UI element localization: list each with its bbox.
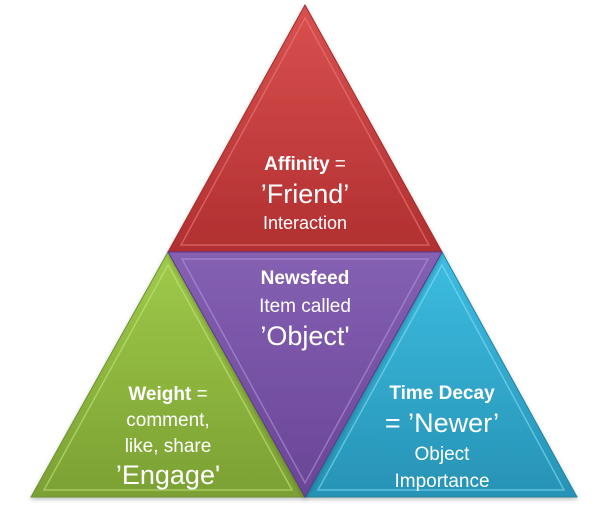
time-decay-importance-text: Importance xyxy=(394,471,489,492)
affinity-friend-text: ’Friend’ xyxy=(261,179,350,209)
affinity-title: Affinity = xyxy=(264,154,346,175)
weight-engage-text: ’Engage' xyxy=(116,460,220,490)
affinity-interaction-text: Interaction xyxy=(263,213,347,233)
newsfeed-title: Newsfeed xyxy=(261,268,350,289)
time-decay-object-text: Object xyxy=(415,444,471,465)
weight-title: Weight = xyxy=(128,384,207,405)
time-decay-title: Time Decay xyxy=(389,383,495,404)
time-decay-newer-text: = ’Newer’ xyxy=(385,408,499,438)
weight-like-share-text: like, share xyxy=(125,436,212,457)
weight-comment-text: comment, xyxy=(126,410,209,431)
newsfeed-triangle xyxy=(167,251,443,499)
newsfeed-item-called-text: Item called xyxy=(259,296,351,317)
newsfeed-object-text: ’Object' xyxy=(260,321,349,351)
